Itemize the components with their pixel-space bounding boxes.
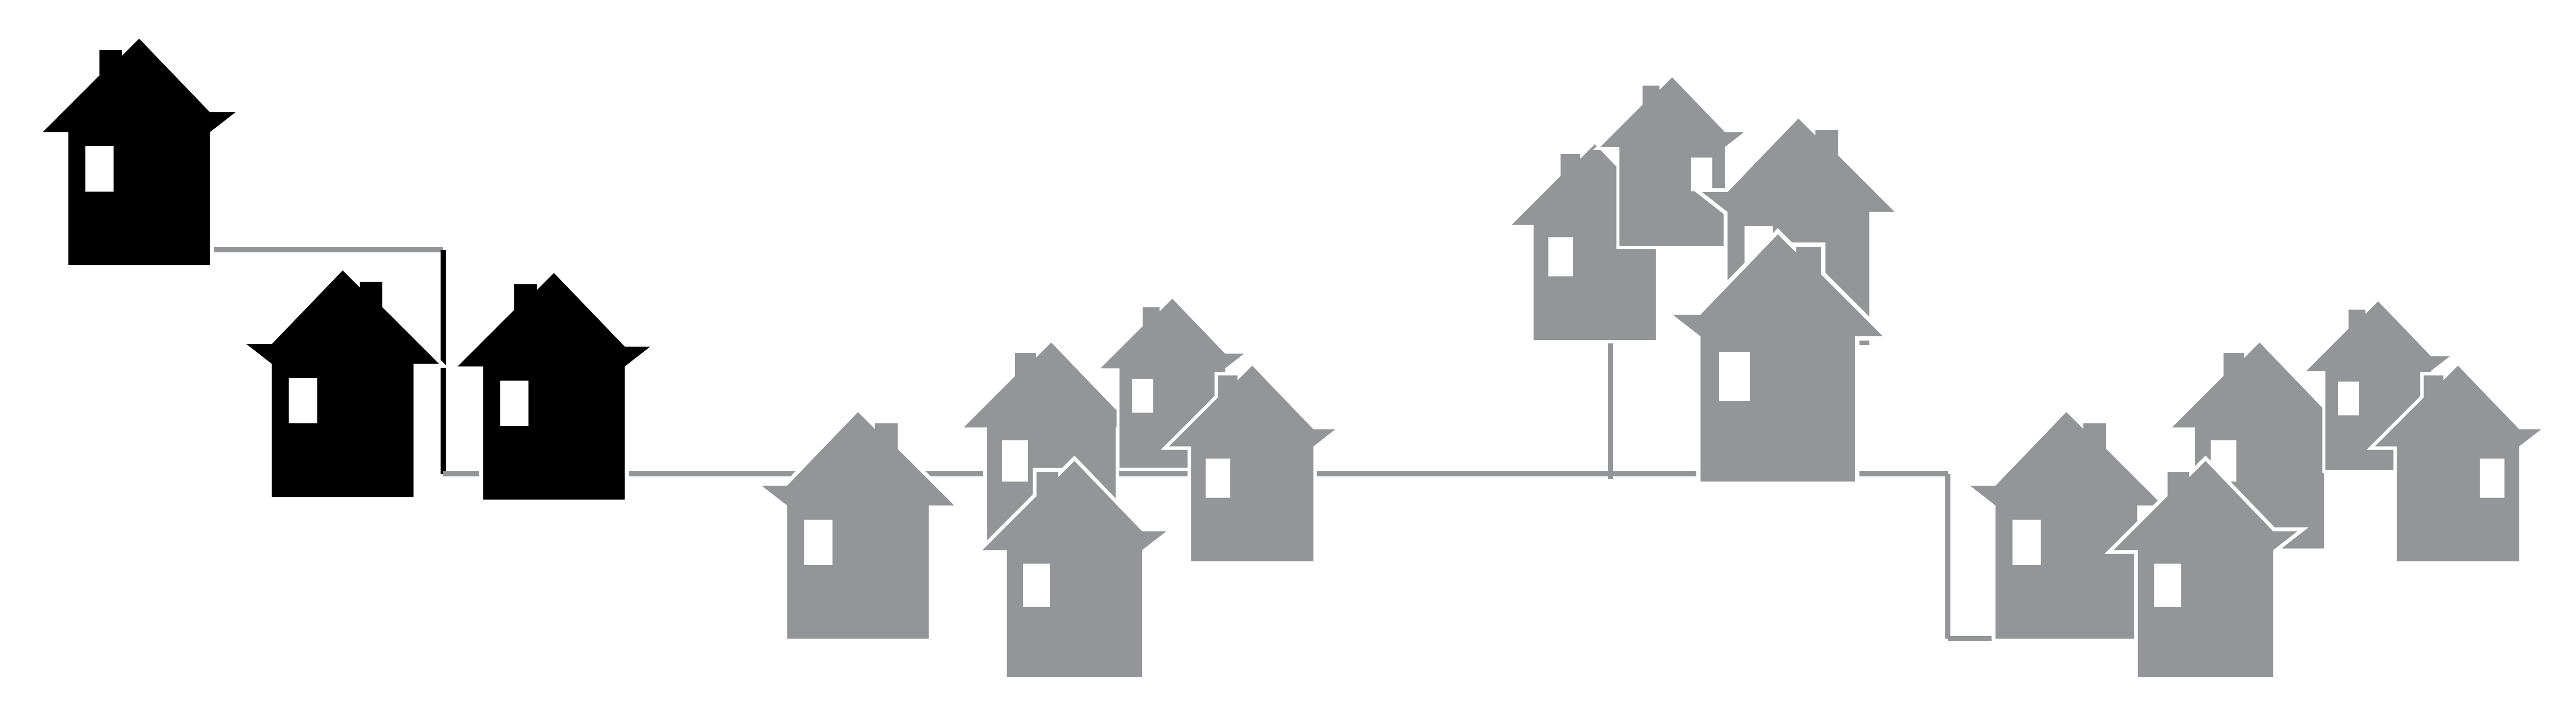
house-window [804,520,833,565]
house-window [1719,352,1750,401]
house-icon [33,33,247,269]
house-icon [1958,406,2173,643]
house-body [42,39,235,265]
house-window [2154,563,2181,607]
house-window [1205,458,1231,498]
house-body [246,270,439,497]
house-window [1002,440,1028,482]
house-body [1169,366,1336,561]
house-body [1600,77,1744,246]
house-body [2113,461,2298,677]
house-body [1970,412,2163,639]
house-window [1548,237,1573,277]
house-window [85,146,114,192]
house-icon [750,406,964,643]
house-icon [2104,455,2309,681]
house-window [2480,458,2505,498]
house-icon [1593,73,1753,249]
house-icon [2366,361,2551,565]
house-icon [234,265,449,501]
house-icon [973,455,1177,681]
house-body [458,273,650,500]
house-window [500,381,529,426]
house-window [1132,379,1154,413]
house-icon [1160,361,1345,565]
house-window [289,378,317,423]
house-icon [1660,228,1894,486]
house-body [982,461,1167,677]
house-window [1023,563,1050,607]
house-body [762,412,954,639]
house-icon [448,267,662,504]
houses-layer [33,33,2551,681]
house-window [1691,157,1712,192]
house-window [2012,520,2041,565]
house-body [1673,234,1883,482]
house-body [2375,366,2541,561]
house-window [2338,381,2360,416]
